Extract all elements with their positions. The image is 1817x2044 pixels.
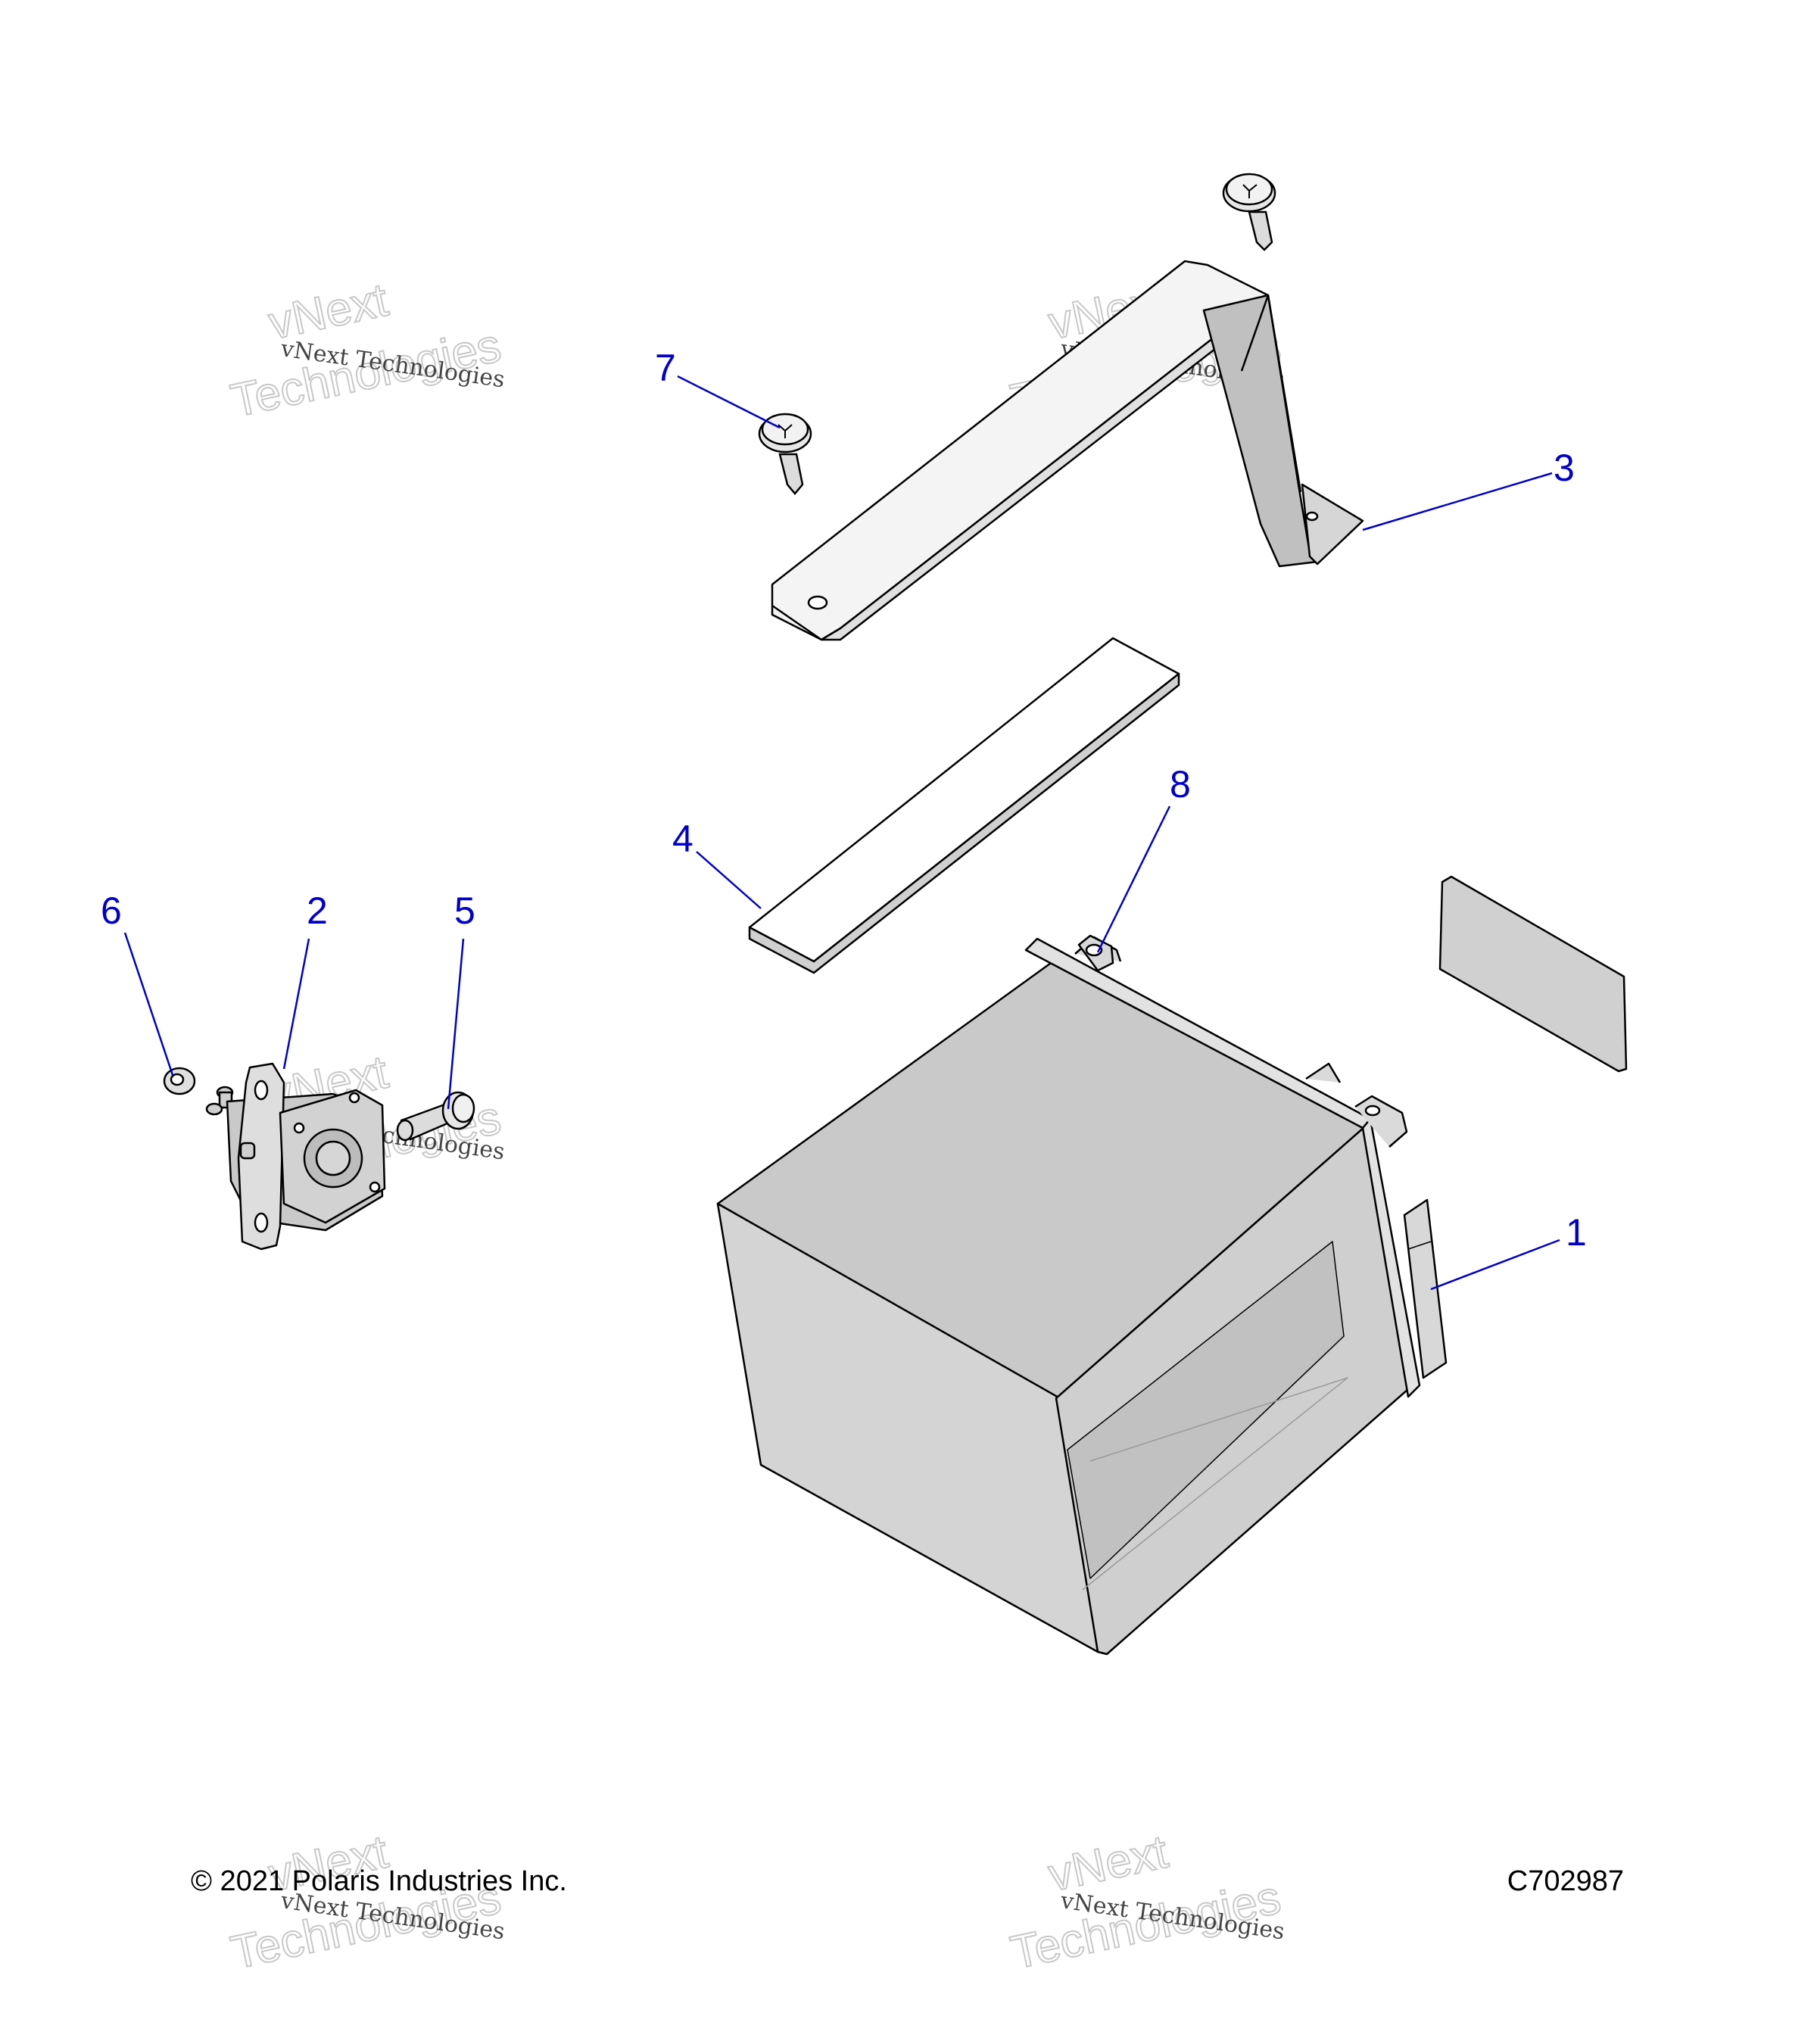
bolt (396, 1091, 475, 1142)
callout-2: 2 (307, 890, 328, 932)
terminal-screw-item-8 (1077, 934, 1114, 972)
leader-2 (282, 938, 310, 1070)
hold-down-strap (771, 260, 1364, 641)
rubber-pad (748, 637, 1180, 974)
callout-8: 8 (1170, 763, 1191, 805)
callout-numbers: 1 2 3 4 5 6 7 8 (101, 347, 1587, 1254)
callout-leaders (123, 375, 1560, 1291)
watermark-1: vNext Technologies (226, 273, 506, 428)
nut (163, 1067, 196, 1095)
callout-5: 5 (454, 890, 475, 932)
leader-3 (1362, 472, 1553, 531)
leader-6 (123, 932, 174, 1076)
leader-4 (696, 851, 762, 909)
callout-3: 3 (1554, 447, 1575, 489)
callout-1: 1 (1566, 1211, 1587, 1254)
leader-1 (1430, 1239, 1560, 1291)
copyright-text: © 2021 Polaris Industries Inc. (191, 1865, 567, 1897)
drawing-code: C702987 (1507, 1865, 1624, 1897)
battery-label-sticker (1438, 875, 1628, 1073)
callout-7: 7 (655, 347, 676, 389)
callout-6: 6 (101, 890, 122, 932)
leader-5 (447, 938, 465, 1110)
watermark-6: vNext Technologies (1005, 1825, 1286, 1980)
solenoid-bracket (205, 1062, 386, 1251)
battery (716, 934, 1448, 1656)
screw-top-right (1222, 173, 1276, 251)
callout-4: 4 (672, 818, 693, 860)
leader-8 (1096, 805, 1171, 953)
screw-item-7 (758, 413, 812, 495)
leader-7 (677, 375, 781, 429)
